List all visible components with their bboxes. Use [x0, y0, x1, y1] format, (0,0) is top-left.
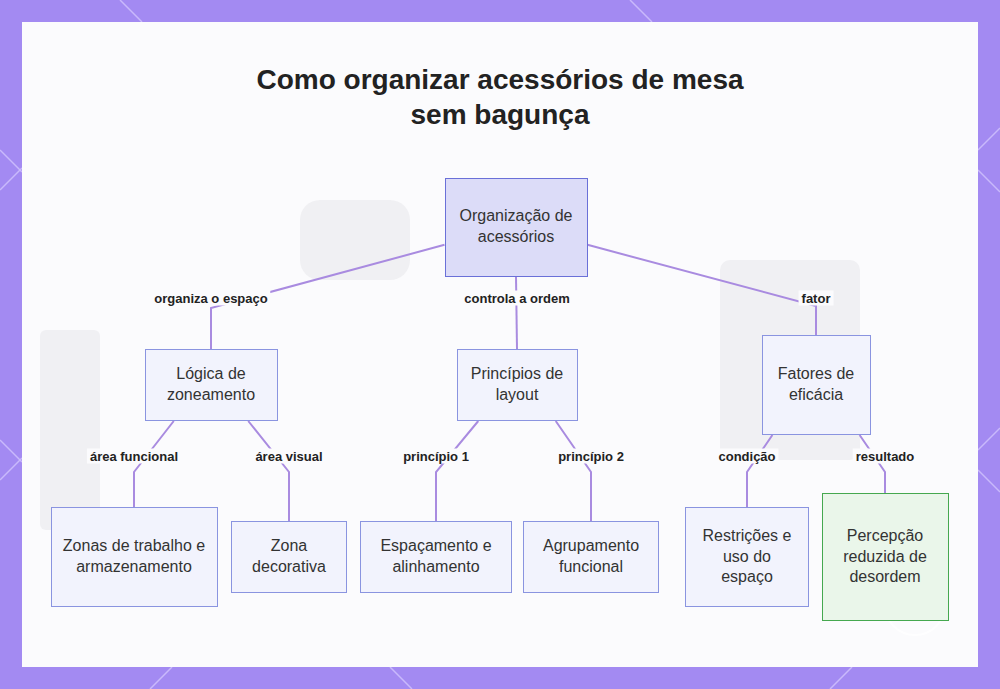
box-label: Lógica de zoneamento: [156, 364, 267, 406]
edge-label: área visual: [252, 449, 325, 464]
edge-label: condição: [715, 449, 778, 464]
edge-label: princípio 2: [555, 449, 627, 464]
diagram-title: Como organizar acessórios de mesa sem ba…: [230, 62, 770, 132]
concept-box: Percepção reduzida de desordem: [822, 493, 949, 621]
concept-box: Zona decorativa: [231, 521, 347, 593]
box-label: Percepção reduzida de desordem: [833, 526, 938, 588]
concept-box: Restrições e uso do espaço: [685, 507, 809, 607]
edge-label: resultado: [853, 449, 918, 464]
box-label: Organização de acessórios: [456, 206, 577, 248]
connector: [436, 421, 478, 521]
concept-box: Espaçamento e alinhamento: [360, 521, 512, 593]
edge-label: princípio 1: [400, 449, 472, 464]
concept-box: Agrupamento funcional: [523, 521, 659, 593]
connector: [134, 421, 174, 507]
connector: [747, 435, 772, 507]
concept-box: Princípios de layout: [457, 349, 578, 421]
connector: [556, 421, 591, 521]
concept-box: Zonas de trabalho e armazenamento: [51, 507, 218, 607]
connector: [860, 435, 885, 493]
box-label: Zonas de trabalho e armazenamento: [62, 536, 207, 578]
edge-label: fator: [799, 291, 834, 306]
edge-label: controla a ordem: [461, 291, 572, 306]
box-label: Fatores de eficácia: [773, 364, 860, 406]
edge-label: área funcional: [87, 449, 181, 464]
box-label: Princípios de layout: [468, 364, 567, 406]
edge-label: organiza o espaço: [151, 291, 270, 306]
concept-box: Fatores de eficácia: [762, 335, 871, 435]
connector: [248, 421, 289, 521]
connector: [516, 277, 517, 350]
connector: [588, 245, 817, 335]
concept-box: Lógica de zoneamento: [145, 349, 278, 421]
box-label: Agrupamento funcional: [534, 536, 648, 578]
concept-box: Organização de acessórios: [445, 178, 588, 277]
box-label: Espaçamento e alinhamento: [371, 536, 501, 578]
box-label: Restrições e uso do espaço: [696, 526, 798, 588]
box-label: Zona decorativa: [242, 536, 336, 578]
